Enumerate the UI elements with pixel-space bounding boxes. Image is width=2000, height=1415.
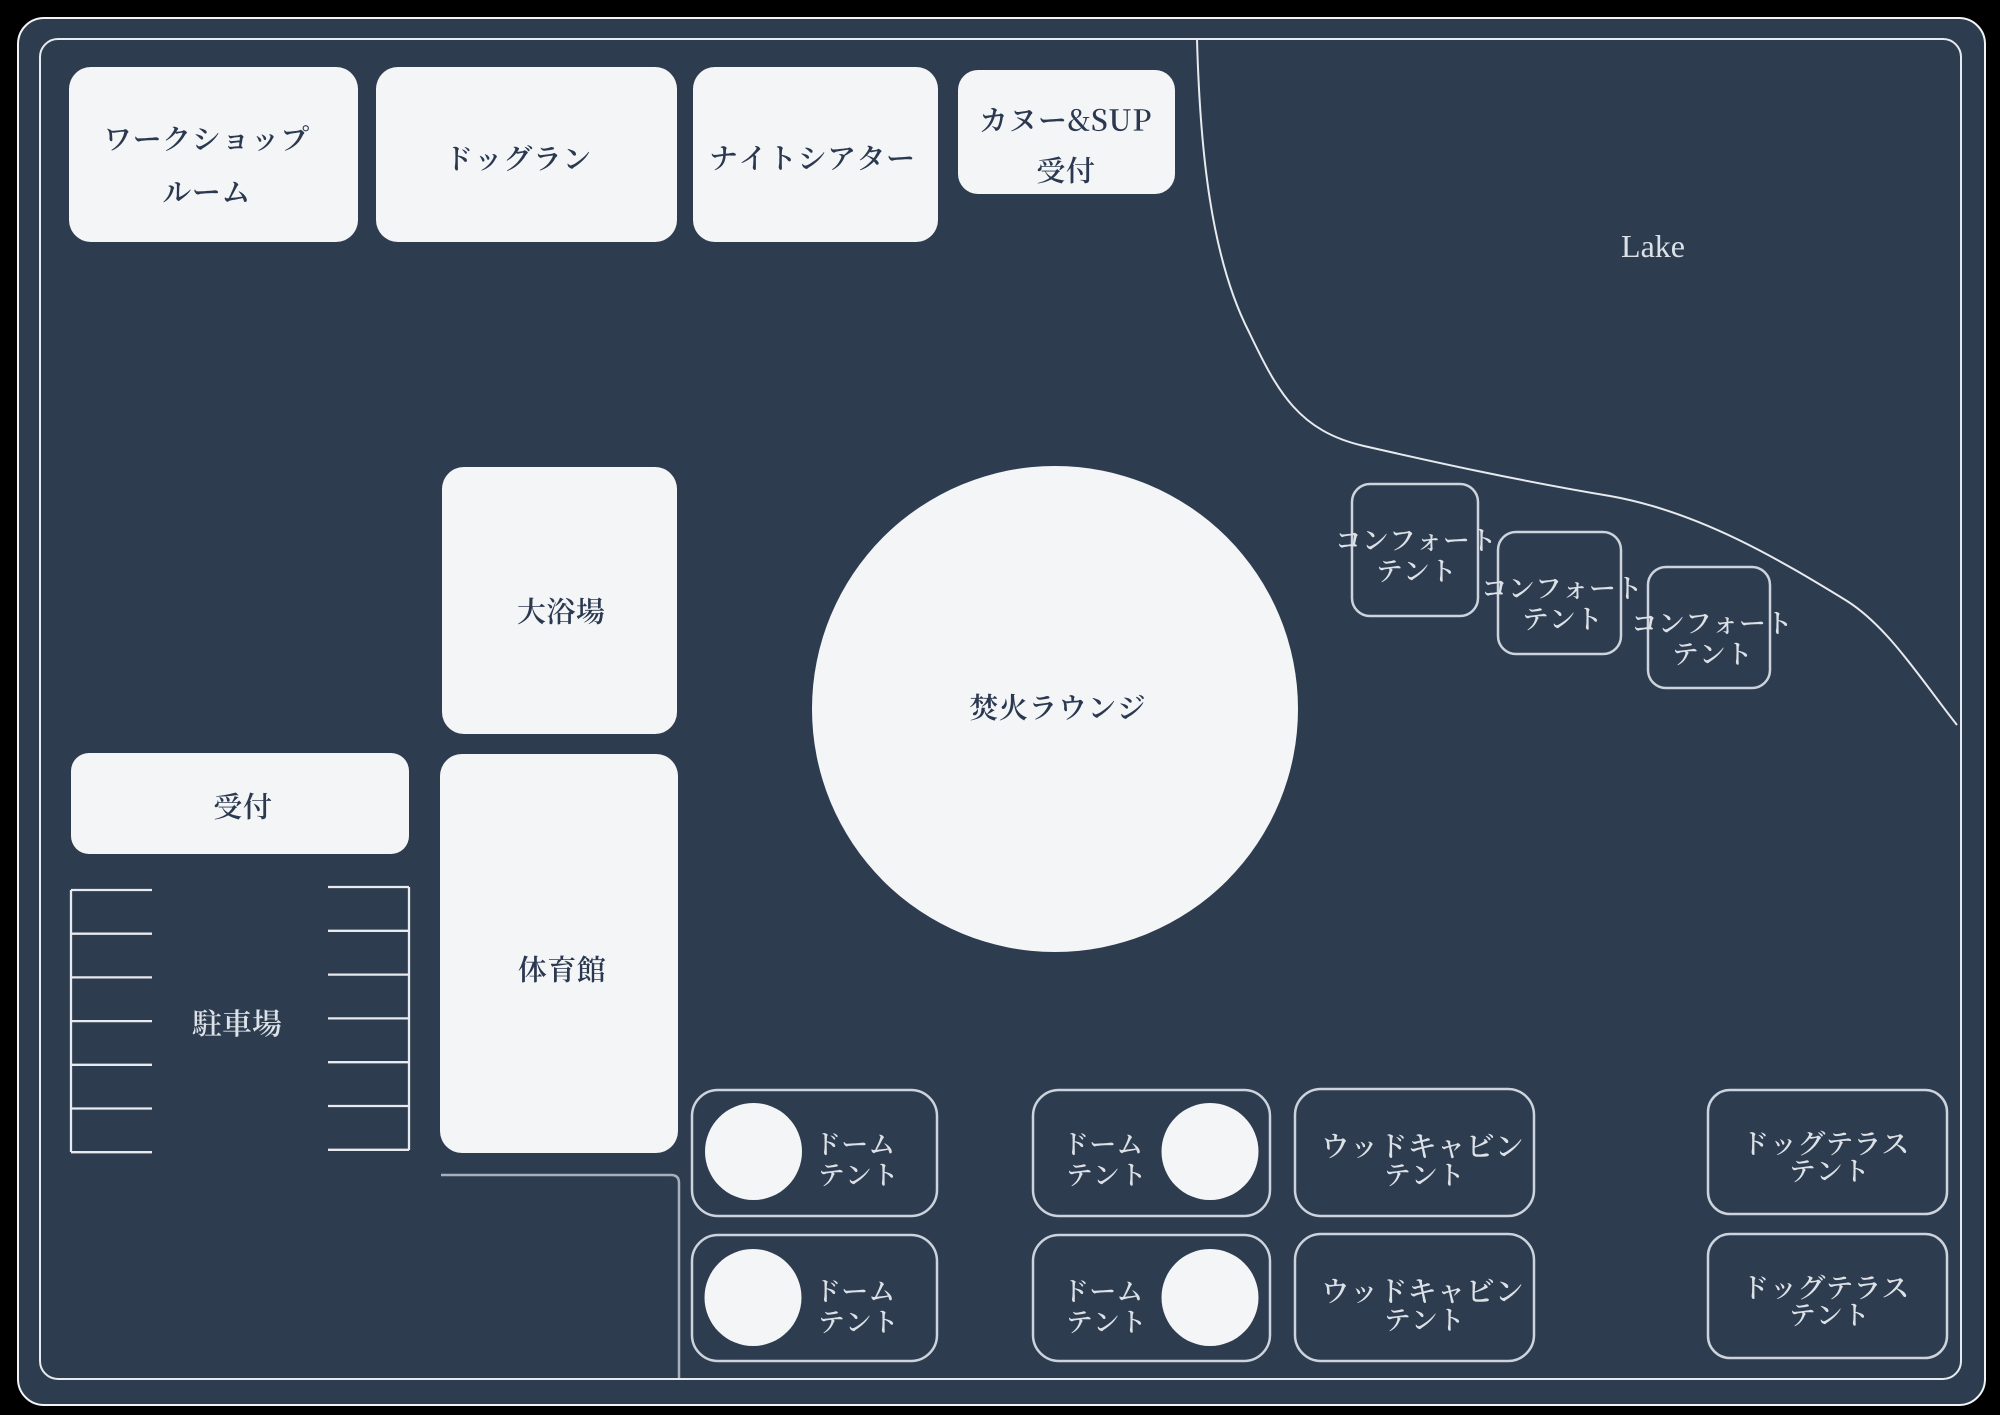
svg-text:Lake: Lake [1621,228,1685,264]
